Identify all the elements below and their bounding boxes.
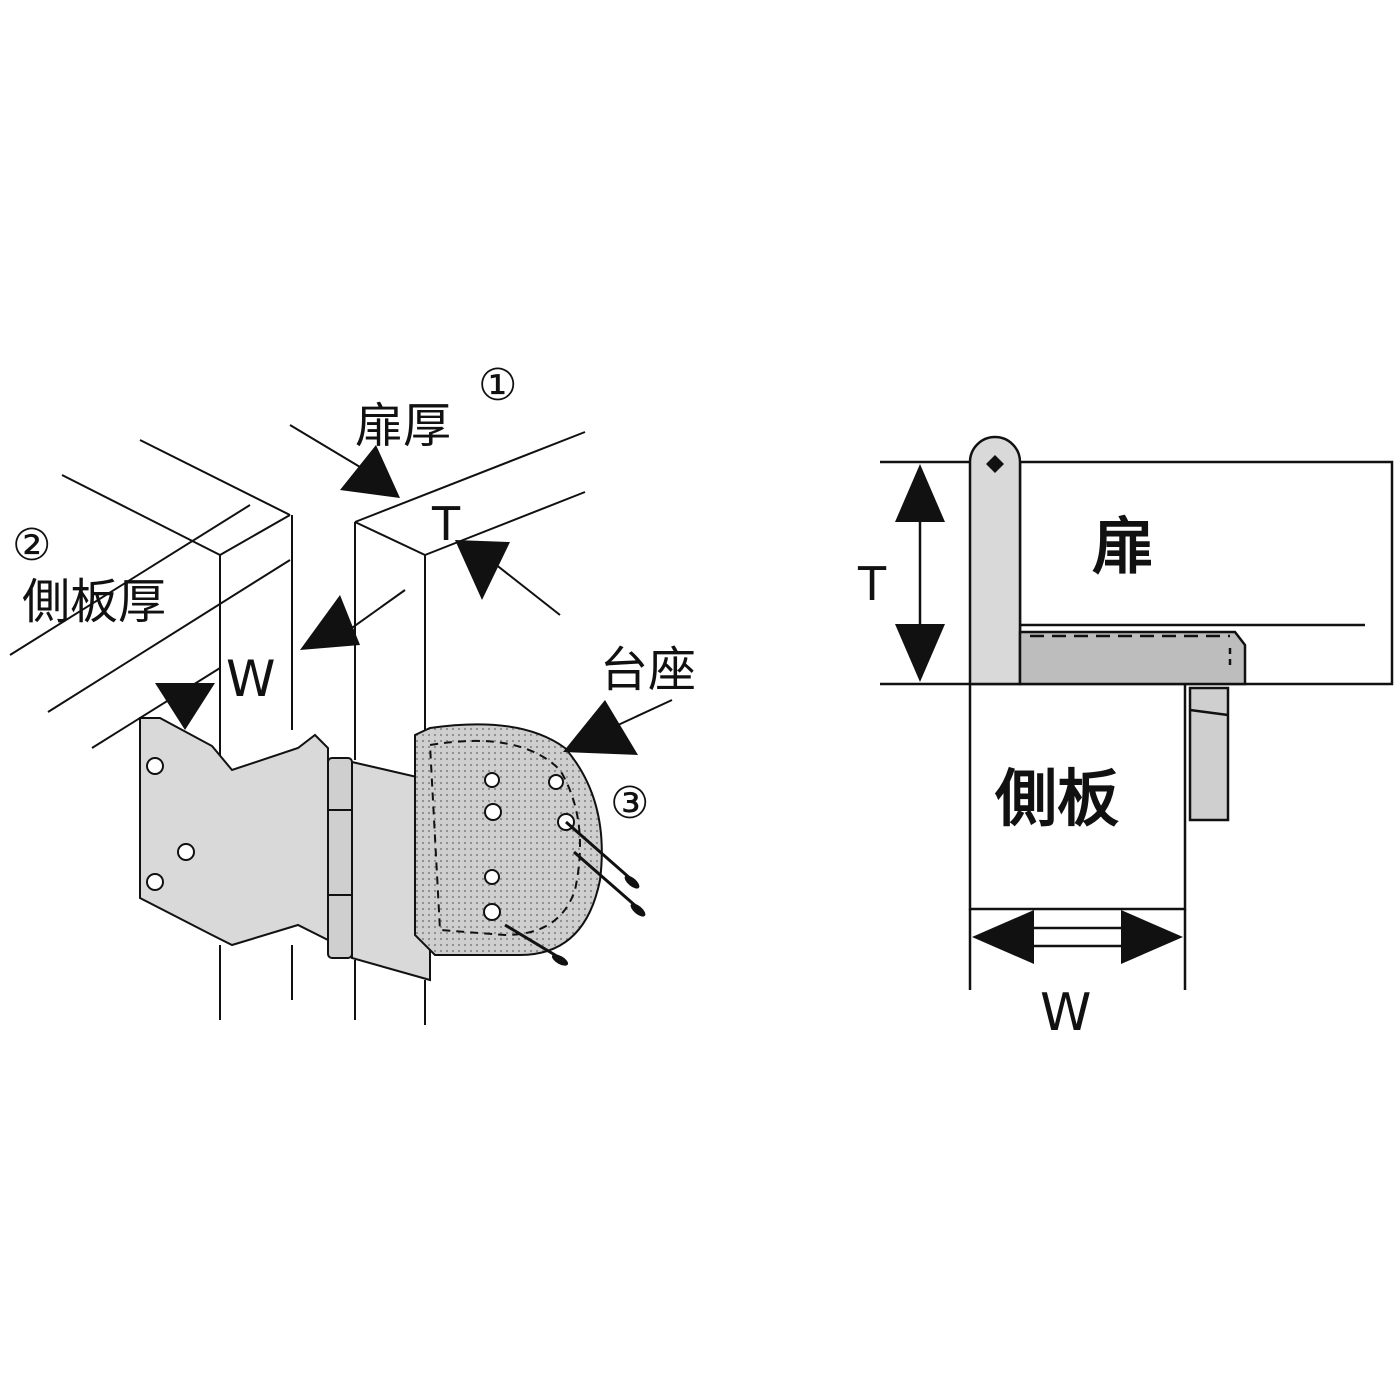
dimension-arrows [155,445,638,755]
door-label: 扉 [1092,510,1154,583]
door-thickness-label: 扉厚 [355,398,451,454]
base-screw-hole [484,869,500,885]
door-thickness-number: ① [478,360,517,411]
screw-hole [146,873,164,891]
thickness-label-T: T [431,497,461,551]
hinge-horizontal-leaf [1018,630,1247,686]
base-screw-hole [484,772,500,788]
base-screw-hole [484,803,502,821]
screws [504,820,639,960]
side-panel [968,682,1187,911]
base-number: ③ [610,778,649,829]
base-screw-hole [483,903,501,921]
cross-section-view [880,435,1394,990]
hinge-leaf-door [351,760,431,982]
knuckle-pin [986,455,1004,473]
side-panel-thickness-label: 側板厚 [22,574,166,630]
dimension-T [880,460,970,686]
base-block [1188,686,1230,822]
isometric-hinge-view [9,424,673,1025]
arrow-base [563,700,638,755]
arrow-side-panel-thickness [155,683,215,730]
thickness-label-T-section: T [857,557,887,611]
base-label: 台座 [600,642,696,698]
hinge-leaf-side-panel [139,717,329,947]
leader-thickness-T [489,559,561,616]
side-panel-label: 側板 [994,762,1119,835]
width-label-W-section: W [1040,983,1091,1043]
arrow-width-W [300,595,360,650]
screw-hole [177,843,195,861]
arrow-thickness-T [455,540,510,600]
hinge-base-plate [414,723,603,956]
arrow-W-left [972,910,1034,964]
arrow-T-top [895,464,945,522]
hinge-vertical-leaf [968,435,1022,686]
cross-section-labels: 扉 側板 T W [857,510,1154,1043]
arrow-W-right [1121,910,1183,964]
arrow-T-bottom [895,624,945,682]
leader-door-thickness [289,424,366,471]
base-plate-dashed-outline [428,739,581,937]
isometric-labels: 扉厚 ① ② 側板厚 W T 台座 ③ [12,360,696,829]
arrow-door-thickness [340,445,400,498]
hinge-knuckle [327,757,353,959]
side-panel-outline [9,439,293,1020]
base-screw-hole [548,774,564,790]
width-label-W: W [226,650,275,708]
screw-hole [146,757,164,775]
dimension-W [968,909,1187,990]
side-panel-number: ② [12,520,51,571]
